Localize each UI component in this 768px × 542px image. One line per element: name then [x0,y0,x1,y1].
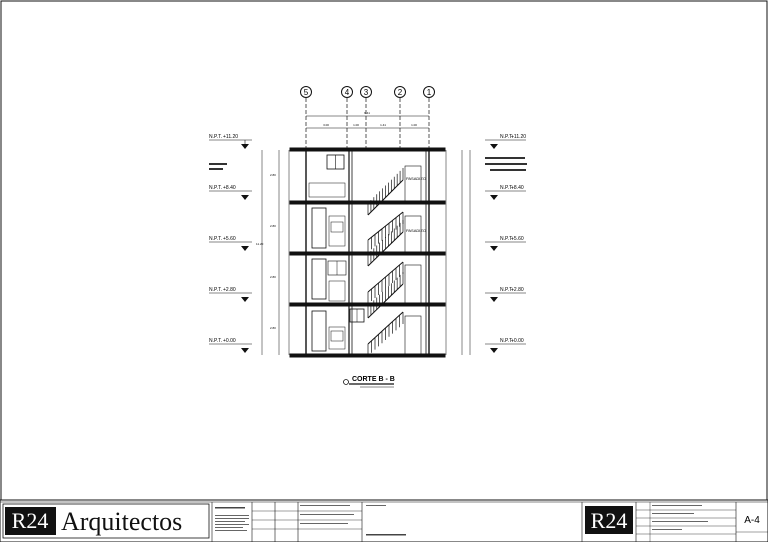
axis-label: 4 [345,88,350,97]
section-title: CORTE B - B [343,376,395,388]
dimension-label: 1.41 [380,123,386,127]
logo-mark: R24 [12,508,49,533]
dimension-total: 6.41 [364,111,370,115]
room-labels: PASADIZO PASADIZO [406,176,426,233]
svg-text:N.P.T.: N.P.T. [500,134,513,140]
dimension-chain: 6.41 3.00 1.00 1.41 1.00 [306,111,429,129]
svg-text:+11.20: +11.20 [223,134,238,140]
axis-label: 2 [398,88,403,97]
room-label: PASADIZO [406,176,426,181]
axis-bubble: 4 [341,86,353,150]
svg-text:+2.80: +2.80 [223,287,236,293]
svg-text:2.80: 2.80 [270,224,276,228]
svg-text:N.P.T.: N.P.T. [500,338,513,344]
svg-text:N.P.T.: N.P.T. [209,338,222,344]
level-marker: N.P.T. +8.40 N.P.T. +8.40 [209,185,526,200]
axis-bubble: 1 [423,86,435,150]
stair-stringer [367,283,404,319]
axis-label: 3 [364,88,369,97]
title-block: R24 Arquitectos R24 [0,499,768,542]
axis-grid: 5 4 3 2 1 [300,86,435,150]
axis-label: 1 [427,88,432,97]
svg-text:N.P.T.: N.P.T. [500,287,513,293]
svg-text:+0.00: +0.00 [223,338,236,344]
vertical-dimension-labels: 2.80 2.80 2.80 2.80 11.20 [256,173,276,330]
svg-text:N.P.T.: N.P.T. [209,134,222,140]
svg-text:+2.80: +2.80 [511,287,524,293]
svg-text:+11.20: +11.20 [511,134,526,140]
svg-text:+5.60: +5.60 [511,236,524,242]
level-marker: N.P.T. +0.00 N.P.T. +0.00 [209,338,526,353]
svg-text:N.P.T.: N.P.T. [500,236,513,242]
axis-bubble: 2 [394,86,406,150]
level-marker: N.P.T. +11.20 N.P.T. +11.20 [209,134,526,149]
axis-bubble: 5 [300,86,312,150]
stair-stringer [367,311,404,345]
dimension-label: 1.00 [353,123,359,127]
svg-text:+0.00: +0.00 [511,338,524,344]
svg-text:2.80: 2.80 [270,173,276,177]
section-title-text: CORTE B - B [352,376,395,383]
svg-text:11.20: 11.20 [256,242,264,246]
svg-text:N.P.T.: N.P.T. [500,185,513,191]
stair-stringer [367,179,404,216]
sheet-number: A-4 [744,515,760,526]
svg-text:+8.40: +8.40 [223,185,236,191]
staircase [367,168,404,356]
stair-stringer [367,231,404,267]
svg-text:2.80: 2.80 [270,275,276,279]
axis-bubble: 3 [360,86,372,150]
stair-stringer [367,261,404,293]
svg-text:+5.60: +5.60 [223,236,236,242]
dimension-label: 3.00 [323,123,329,127]
dimension-label: 1.00 [411,123,417,127]
logo-wordmark: Arquitectos [61,507,182,536]
vertical-dimensions [261,150,471,355]
logo-mark-small: R24 [591,508,628,533]
svg-text:2.80: 2.80 [270,326,276,330]
building-section [289,147,446,358]
svg-text:N.P.T.: N.P.T. [209,185,222,191]
room-label: PASADIZO [406,228,426,233]
annotation [209,157,527,171]
level-marker: N.P.T. +5.60 N.P.T. +5.60 [209,236,526,251]
level-marker: N.P.T. +2.80 N.P.T. +2.80 [209,287,526,302]
svg-text:+8.40: +8.40 [511,185,524,191]
level-markers: N.P.T. +11.20 N.P.T. +11.20 N.P.T. +8.40… [209,134,526,353]
svg-text:N.P.T.: N.P.T. [209,287,222,293]
svg-text:N.P.T.: N.P.T. [209,236,222,242]
stair-stringer [367,211,404,241]
axis-label: 5 [304,88,309,97]
